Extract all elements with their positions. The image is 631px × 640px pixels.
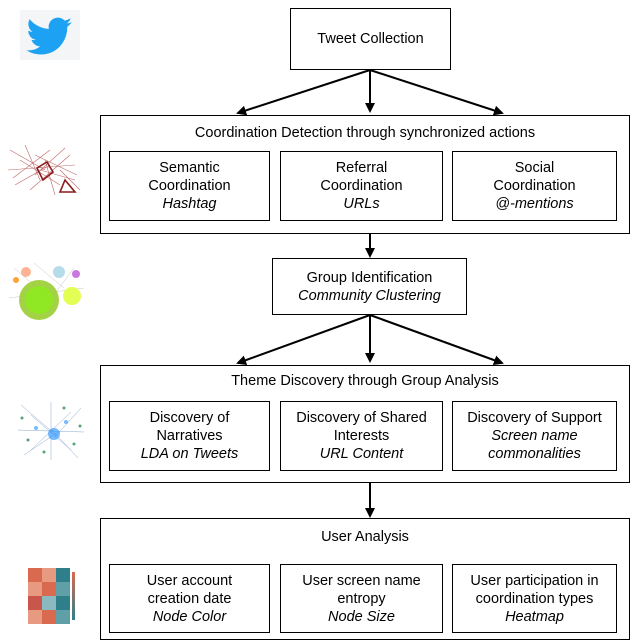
participation-box: User participation in coordination types… — [452, 564, 617, 633]
entropy-line2: entropy — [337, 590, 386, 607]
referral-line1: Referral — [335, 160, 388, 176]
participation-line1: User participation in — [470, 572, 599, 589]
narratives-box: Discovery of Narratives LDA on Tweets — [109, 401, 270, 471]
arrow-tweet-to-coordination-right — [369, 69, 504, 116]
entropy-line1: User screen name — [302, 572, 421, 589]
arrow-group-to-theme-right — [369, 314, 504, 365]
semantic-line1: Semantic — [159, 160, 220, 176]
arrow-group-to-theme-left — [236, 314, 371, 365]
participation-method: Heatmap — [505, 608, 564, 625]
group-title: Group Identification — [306, 269, 433, 286]
referral-coordination-box: Referral Coordination URLs — [280, 151, 443, 221]
support-method2: commonalities — [488, 446, 581, 462]
social-line2: Coordination — [493, 178, 576, 194]
social-coordination-box: Social Coordination @-mentions — [452, 151, 617, 221]
narratives-line2: Narratives — [156, 428, 223, 444]
user-analysis-title: User Analysis — [321, 529, 409, 545]
group-graph-icon — [17, 402, 85, 460]
support-line1: Discovery of Support — [467, 410, 602, 426]
referral-method: URLs — [343, 196, 380, 212]
support-method: Screen name — [491, 428, 578, 444]
twitter-bird-icon — [20, 10, 80, 60]
creation-date-line1: User account — [146, 572, 233, 589]
shared-interests-line2: Interests — [333, 428, 390, 444]
support-box: Discovery of Support Screen name commona… — [452, 401, 617, 471]
semantic-line2: Coordination — [148, 178, 231, 194]
narratives-method: LDA on Tweets — [140, 446, 239, 462]
group-identification-box: Group Identification Community Clusterin… — [272, 258, 467, 315]
shared-interests-method: URL Content — [319, 446, 404, 462]
heatmap-icon — [28, 568, 75, 624]
theme-discovery-title: Theme Discovery through Group Analysis — [231, 373, 499, 389]
creation-date-line2: creation date — [147, 590, 232, 607]
referral-line2: Coordination — [320, 178, 403, 194]
cluster-network-icon — [8, 262, 85, 320]
semantic-coordination-box: Semantic Coordination Hashtag — [109, 151, 270, 221]
tweet-collection-box: Tweet Collection — [290, 8, 451, 70]
arrow-tweet-to-coordination-left — [236, 69, 371, 116]
tweet-collection-label: Tweet Collection — [317, 31, 424, 47]
entropy-method: Node Size — [328, 608, 395, 625]
shared-interests-line1: Discovery of Shared — [296, 410, 427, 426]
coordination-detection-title: Coordination Detection through synchroni… — [194, 125, 536, 141]
social-method: @-mentions — [495, 196, 574, 212]
participation-line2: coordination types — [475, 590, 594, 607]
semantic-method: Hashtag — [162, 196, 217, 212]
shared-interests-box: Discovery of Shared Interests URL Conten… — [280, 401, 443, 471]
social-line1: Social — [514, 160, 555, 176]
creation-date-method: Node Color — [152, 608, 227, 625]
coordination-network-icon — [7, 144, 81, 196]
narratives-line1: Discovery of — [149, 410, 230, 426]
creation-date-box: User account creation date Node Color — [109, 564, 270, 633]
group-method: Community Clustering — [298, 287, 441, 304]
screen-name-entropy-box: User screen name entropy Node Size — [280, 564, 443, 633]
